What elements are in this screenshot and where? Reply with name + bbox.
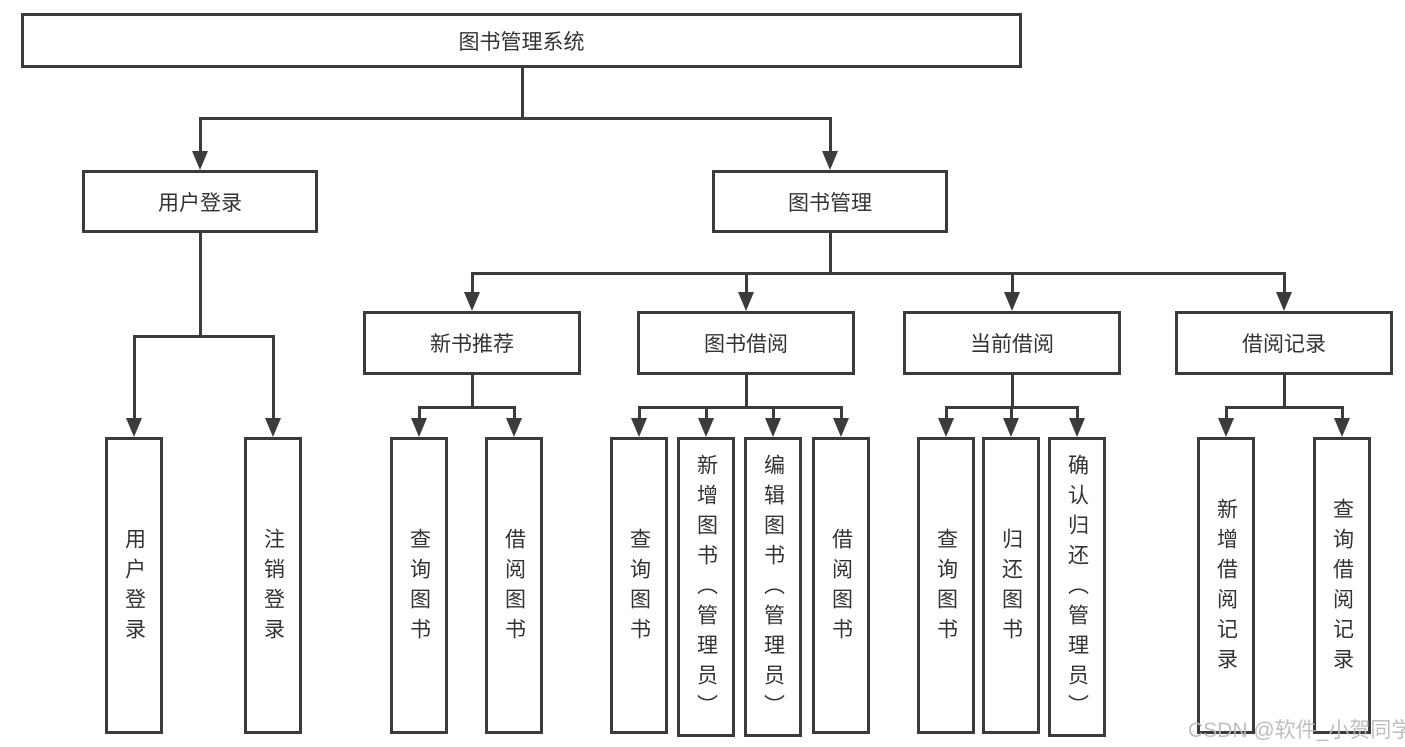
leaf-add-borrow-record: 新增借阅记录 [1197, 437, 1255, 734]
leaf-user-login: 用户登录 [105, 437, 163, 734]
arrow-head-leaf [265, 418, 281, 437]
connector-leaf-drop [771, 406, 775, 419]
connector-level3-drop [1010, 272, 1014, 293]
connector-parent-stub [470, 373, 474, 409]
arrow-head-leaf [698, 418, 714, 437]
node-current-borrow: 当前借阅 [903, 311, 1121, 375]
connector-book-management-stub [828, 231, 832, 275]
connector-leaf-drop [512, 406, 516, 419]
arrow-head-user-login [192, 151, 208, 170]
arrow-head-leaf [765, 418, 781, 437]
arrow-head-leaf [1003, 418, 1019, 437]
connector-leaf-drop [1224, 406, 1228, 419]
node-book-management: 图书管理 [712, 170, 948, 233]
arrow-head-leaf [833, 418, 849, 437]
connector-level3-drop [470, 272, 474, 293]
leaf-query-books: 查询图书 [610, 437, 668, 734]
node-borrow-records: 借阅记录 [1175, 311, 1393, 375]
connector-leaf-rail [637, 406, 843, 409]
leaf-query-borrow-record: 查询借阅记录 [1313, 437, 1371, 734]
leaf-confirm-return-admin: 确认归还（管理员） [1048, 437, 1106, 737]
arrow-head-leaf [1218, 418, 1234, 437]
arrow-head-leaf [411, 418, 427, 437]
connector-leaf-drop [704, 406, 708, 419]
arrow-head-leaf [631, 418, 647, 437]
connector-parent-stub [744, 373, 748, 409]
arrow-head-book-borrow [738, 292, 754, 311]
leaf-borrow-books: 借阅图书 [812, 437, 870, 734]
connector-leaf-drop [271, 335, 275, 419]
connector-leaf-drop [1075, 406, 1079, 419]
connector-leaf-drop [944, 406, 948, 419]
connector-parent-stub [1010, 373, 1014, 409]
connector-leaf-drop [417, 406, 421, 419]
leaf-borrow-books: 借阅图书 [485, 437, 543, 734]
arrow-head-leaf [126, 418, 142, 437]
arrow-head-leaf [938, 418, 954, 437]
connector-root-stub [520, 66, 524, 120]
connector-leaf-rail [417, 406, 516, 409]
connector-leaf-drop [839, 406, 843, 419]
leaf-logout: 注销登录 [244, 437, 302, 734]
connector-leaf-drop [1009, 406, 1013, 419]
node-book-borrow: 图书借阅 [637, 311, 855, 375]
leaf-query-books: 查询图书 [917, 437, 975, 734]
connector-leaf-drop [132, 335, 136, 419]
csdn-watermark: CSDN @软件_小贺同学 [1188, 719, 1405, 742]
arrow-head-book-management [822, 151, 838, 170]
connector-leaf-rail [1224, 406, 1344, 409]
connector-leaf-drop [1340, 406, 1344, 419]
node-library-system: 图书管理系统 [21, 13, 1022, 68]
connector-parent-stub [1282, 373, 1286, 409]
arrow-head-current-borrow [1004, 292, 1020, 311]
node-new-book-recommend: 新书推荐 [363, 311, 581, 375]
arrow-head-borrow-records [1276, 292, 1292, 311]
connector-leaf-drop [637, 406, 641, 419]
connector-level3-drop [1282, 272, 1286, 293]
connector-level3-drop [744, 272, 748, 293]
leaf-return-books: 归还图书 [982, 437, 1040, 734]
arrow-head-leaf [506, 418, 522, 437]
leaf-query-books: 查询图书 [390, 437, 448, 734]
connector-user-login-rail [132, 335, 275, 338]
arrow-head-leaf [1334, 418, 1350, 437]
connector-level2-rail [198, 117, 832, 120]
connector-book-management-drop [828, 117, 832, 152]
leaf-edit-book-admin: 编辑图书（管理员） [744, 437, 802, 737]
connector-user-login-drop [198, 117, 202, 152]
node-user-login: 用户登录 [82, 170, 318, 233]
arrow-head-new-book-recommend [464, 292, 480, 311]
arrow-head-leaf [1069, 418, 1085, 437]
connector-level3-rail [470, 272, 1286, 275]
connector-user-login-stub [198, 231, 202, 338]
leaf-add-book-admin: 新增图书（管理员） [677, 437, 735, 737]
